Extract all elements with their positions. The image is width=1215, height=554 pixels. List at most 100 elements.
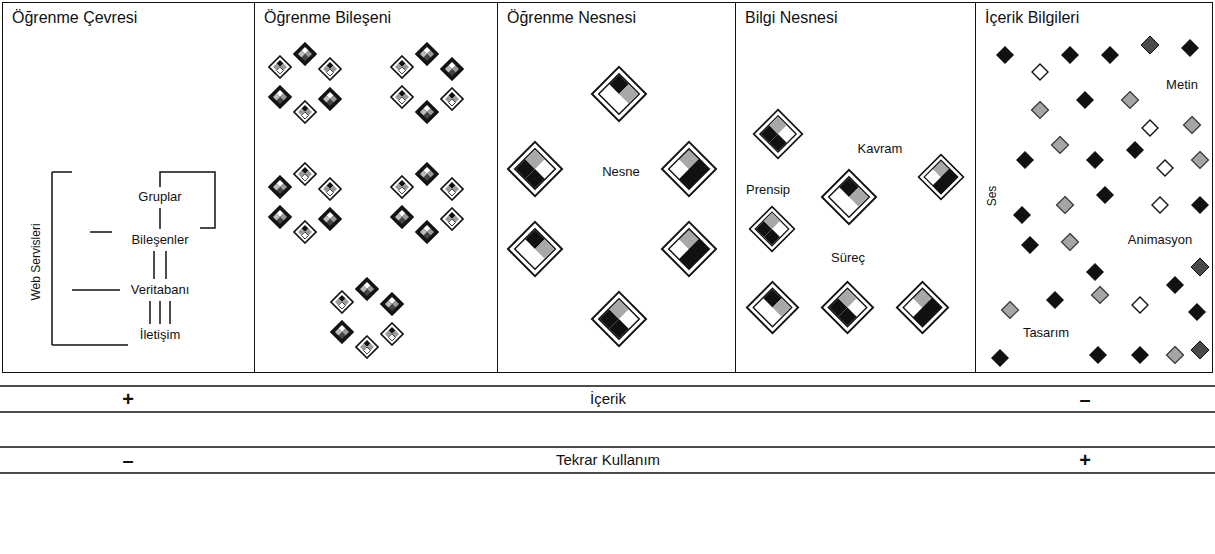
panel-heading-row: Öğrenme Çevresi (3, 3, 254, 33)
scale-sign: + (122, 387, 134, 411)
diamond-icon (1061, 46, 1079, 64)
diamond-icon (1184, 117, 1201, 134)
diamond-icon (319, 208, 341, 230)
diamond-icon (1032, 102, 1049, 119)
scale-sign: – (1079, 387, 1090, 411)
diamond-icon (897, 282, 948, 333)
diamond-icon (1188, 303, 1206, 321)
part-label: Kavram (858, 141, 903, 157)
diamond-icon (416, 43, 438, 65)
diamond-icon (294, 163, 316, 185)
panel-heading: Öğrenme Nesnesi (507, 9, 636, 27)
link-line (149, 301, 151, 324)
media-label: Animasyon (1128, 232, 1192, 248)
diamond-icon (416, 101, 438, 123)
diamond-icon (1092, 287, 1109, 304)
diamond-icon (919, 155, 964, 200)
diamond-icon (294, 221, 316, 243)
diamond-icon (592, 67, 646, 121)
diamond-icon (1013, 206, 1031, 224)
diamond-icon (1192, 152, 1209, 169)
diamond-icon (991, 349, 1009, 367)
diamond-icon (391, 86, 413, 108)
diamond-icon (1142, 120, 1158, 136)
diamond-icon (1166, 276, 1184, 294)
bracket-tick (52, 171, 72, 173)
diamond-icon (416, 163, 438, 185)
diamond-icon (1131, 346, 1149, 364)
level-panel: Öğrenme Bileşeni (254, 2, 498, 373)
diamond-icon (1167, 347, 1184, 364)
diamond-icon (1086, 151, 1104, 169)
media-label: Metin (1166, 77, 1198, 93)
media-label: Ses (985, 186, 999, 207)
diamond-icon (269, 56, 291, 78)
diamond-icon (1052, 137, 1069, 154)
diamond-icon (391, 56, 413, 78)
panel-heading: İçerik Bilgileri (985, 9, 1079, 27)
level-panel: Öğrenme Çevresi (2, 2, 255, 373)
diamond-group (269, 36, 1209, 367)
diamond-icon (1101, 46, 1119, 64)
diamond-icon (822, 282, 873, 333)
scale-title: İçerik (590, 390, 626, 408)
diamond-icon (747, 282, 798, 333)
diamond-icon (508, 222, 562, 276)
tree-label: Gruplar (138, 189, 181, 205)
diamond-icon (1181, 39, 1199, 57)
diamond-icon (822, 170, 876, 224)
diamond-icon (269, 86, 291, 108)
diamond-icon (441, 88, 463, 110)
diamond-icon (1122, 92, 1139, 109)
diamond-icon (441, 58, 463, 80)
scale-sign: + (1079, 448, 1091, 472)
diamond-icon (750, 207, 795, 252)
diamond-icon (1057, 197, 1074, 214)
part-label: Süreç (831, 250, 865, 266)
diamond-icon (1191, 258, 1209, 276)
diamond-icon (1076, 91, 1094, 109)
diamond-icon (1191, 341, 1209, 359)
diamond-icon (662, 142, 716, 196)
level-panel: İçerik Bilgileri (975, 2, 1213, 373)
diamond-icon (381, 323, 403, 345)
diamond-icon (754, 110, 803, 159)
diamond-icon (331, 321, 353, 343)
diamond-icon (269, 206, 291, 228)
dash-line (90, 231, 112, 233)
diamond-icon (662, 222, 716, 276)
diamond-icon (1132, 297, 1148, 313)
bracket-tick (52, 344, 128, 346)
diamond-icon (391, 206, 413, 228)
rule-line (0, 446, 1215, 448)
rule-line (0, 411, 1215, 413)
diamond-icon (1096, 186, 1114, 204)
diamond-icon (319, 88, 341, 110)
panel-heading-row: Öğrenme Bileşeni (255, 3, 497, 33)
diamond-icon (996, 46, 1014, 64)
panel-heading: Öğrenme Bileşeni (264, 9, 391, 27)
bracket-line (51, 172, 53, 345)
link-line (159, 301, 161, 324)
scale-rules (0, 386, 1215, 473)
diamond-icon (269, 176, 291, 198)
link-line (165, 251, 167, 279)
level-panel: Öğrenme Nesnesi (497, 2, 736, 373)
link-line (159, 208, 161, 229)
panel-heading-row: İçerik Bilgileri (976, 3, 1212, 33)
scale-sign: – (122, 448, 133, 472)
rule-line (0, 472, 1215, 474)
diamond-icon (331, 291, 353, 313)
diamond-icon (592, 292, 646, 346)
diamond-icon (508, 142, 562, 196)
diamond-icon (1032, 64, 1048, 80)
link-line (169, 301, 171, 324)
diamond-icon (294, 101, 316, 123)
diamond-icon (319, 178, 341, 200)
diamond-icon (381, 293, 403, 315)
diamond-icon (1086, 263, 1104, 281)
diamond-icon (1062, 234, 1079, 251)
panel-heading-row: Öğrenme Nesnesi (498, 3, 735, 33)
